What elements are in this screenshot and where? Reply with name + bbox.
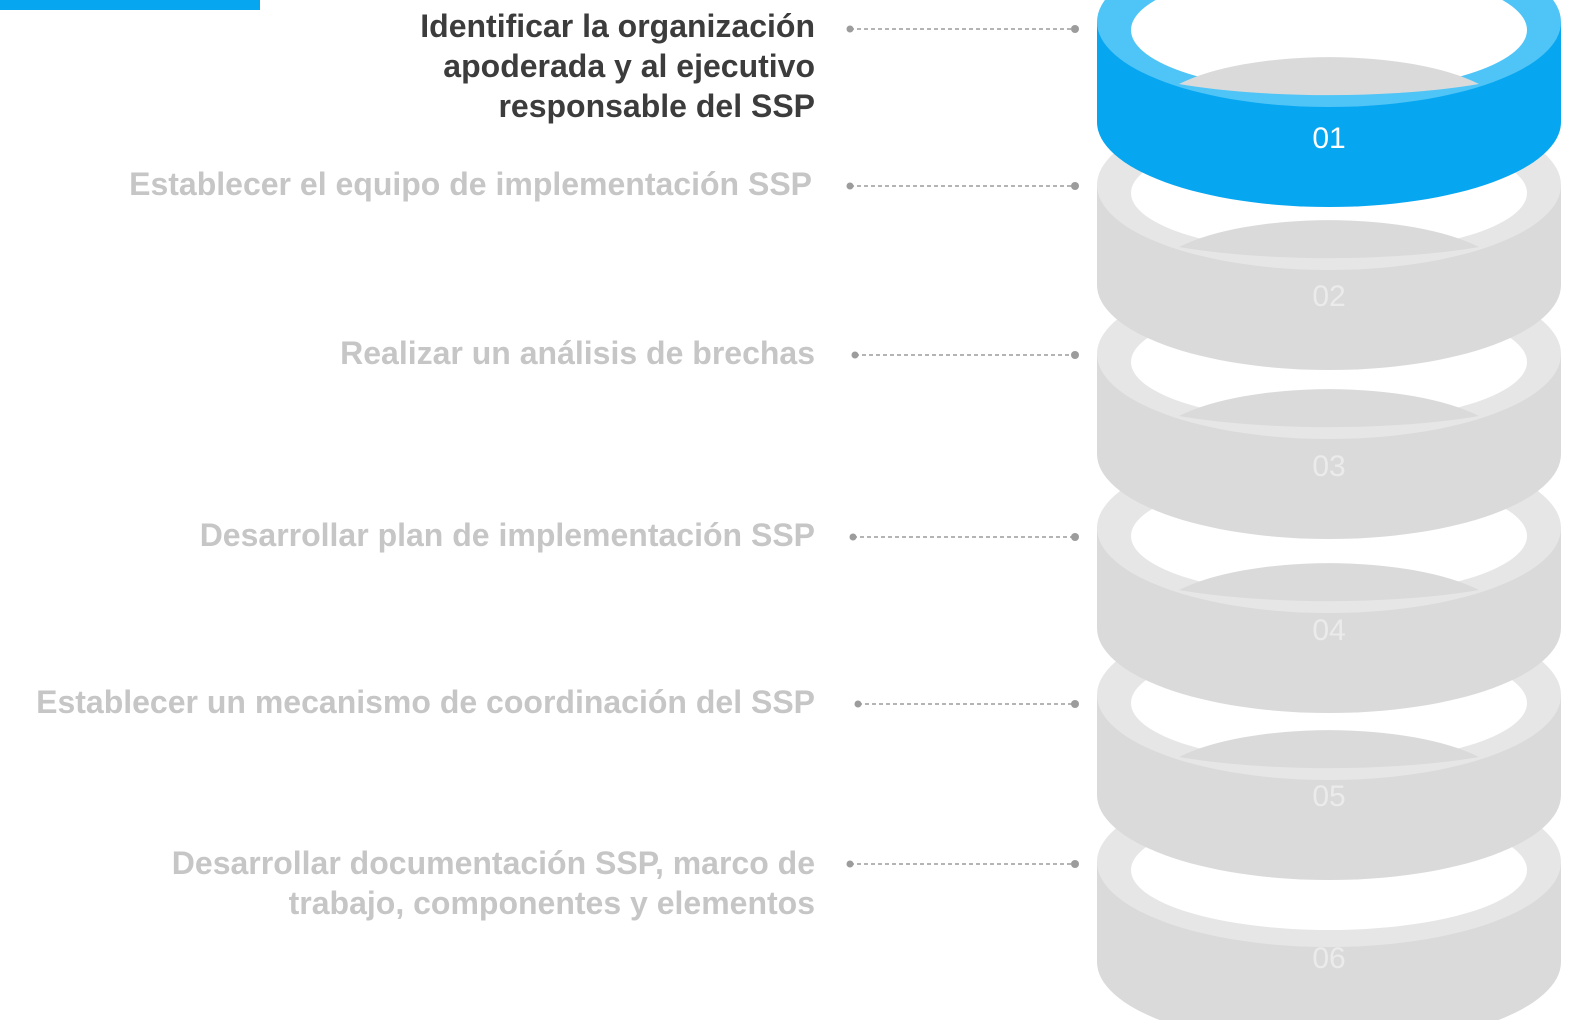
- step-label-6[interactable]: Desarrollar documentación SSP, marco de …: [171, 845, 815, 921]
- connector-end-dot-04: [1071, 533, 1079, 541]
- ring-hole-shadow-04: [1179, 563, 1479, 602]
- ring-01: 01: [1097, 0, 1561, 207]
- step-label-1[interactable]: Identificar la organización apoderada y …: [420, 8, 815, 124]
- ring-hole-shadow-02: [1179, 220, 1479, 259]
- ring-hole-shadow-03: [1179, 389, 1479, 428]
- connector-end-dot-06: [1071, 860, 1079, 868]
- connector-start-dot-04: [849, 533, 857, 541]
- connector-end-dot-01: [1071, 25, 1079, 33]
- connector-end-dot-05: [1071, 700, 1079, 708]
- connector-end-dot-03: [1071, 351, 1079, 359]
- step-label-4[interactable]: Desarrollar plan de implementación SSP: [199, 517, 815, 553]
- ring-hole-shadow-01: [1179, 57, 1479, 96]
- connector-start-dot-03: [851, 351, 859, 359]
- connector-05: [854, 700, 1079, 708]
- ring-number-03: 03: [1312, 450, 1345, 483]
- step-label-2[interactable]: Establecer el equipo de implementación S…: [129, 166, 812, 202]
- connector-start-dot-02: [846, 182, 854, 190]
- ring-number-01: 01: [1312, 122, 1345, 155]
- ring-number-06: 06: [1312, 942, 1345, 975]
- connector-01: [846, 25, 1079, 33]
- ring-hole-shadow-05: [1179, 730, 1479, 769]
- connector-02: [846, 182, 1079, 190]
- step-label-3[interactable]: Realizar un análisis de brechas: [340, 335, 815, 371]
- connector-end-dot-02: [1071, 182, 1079, 190]
- connector-start-dot-01: [846, 25, 854, 33]
- connector-03: [851, 351, 1079, 359]
- connector-start-dot-06: [846, 860, 854, 868]
- ring-number-04: 04: [1312, 614, 1345, 647]
- accent-bar: [0, 0, 260, 10]
- step-label-5[interactable]: Establecer un mecanismo de coordinación …: [36, 684, 815, 720]
- ring-number-02: 02: [1312, 280, 1345, 313]
- connector-06: [846, 860, 1079, 868]
- connector-04: [849, 533, 1079, 541]
- ring-number-05: 05: [1312, 780, 1345, 813]
- connector-start-dot-05: [854, 700, 862, 708]
